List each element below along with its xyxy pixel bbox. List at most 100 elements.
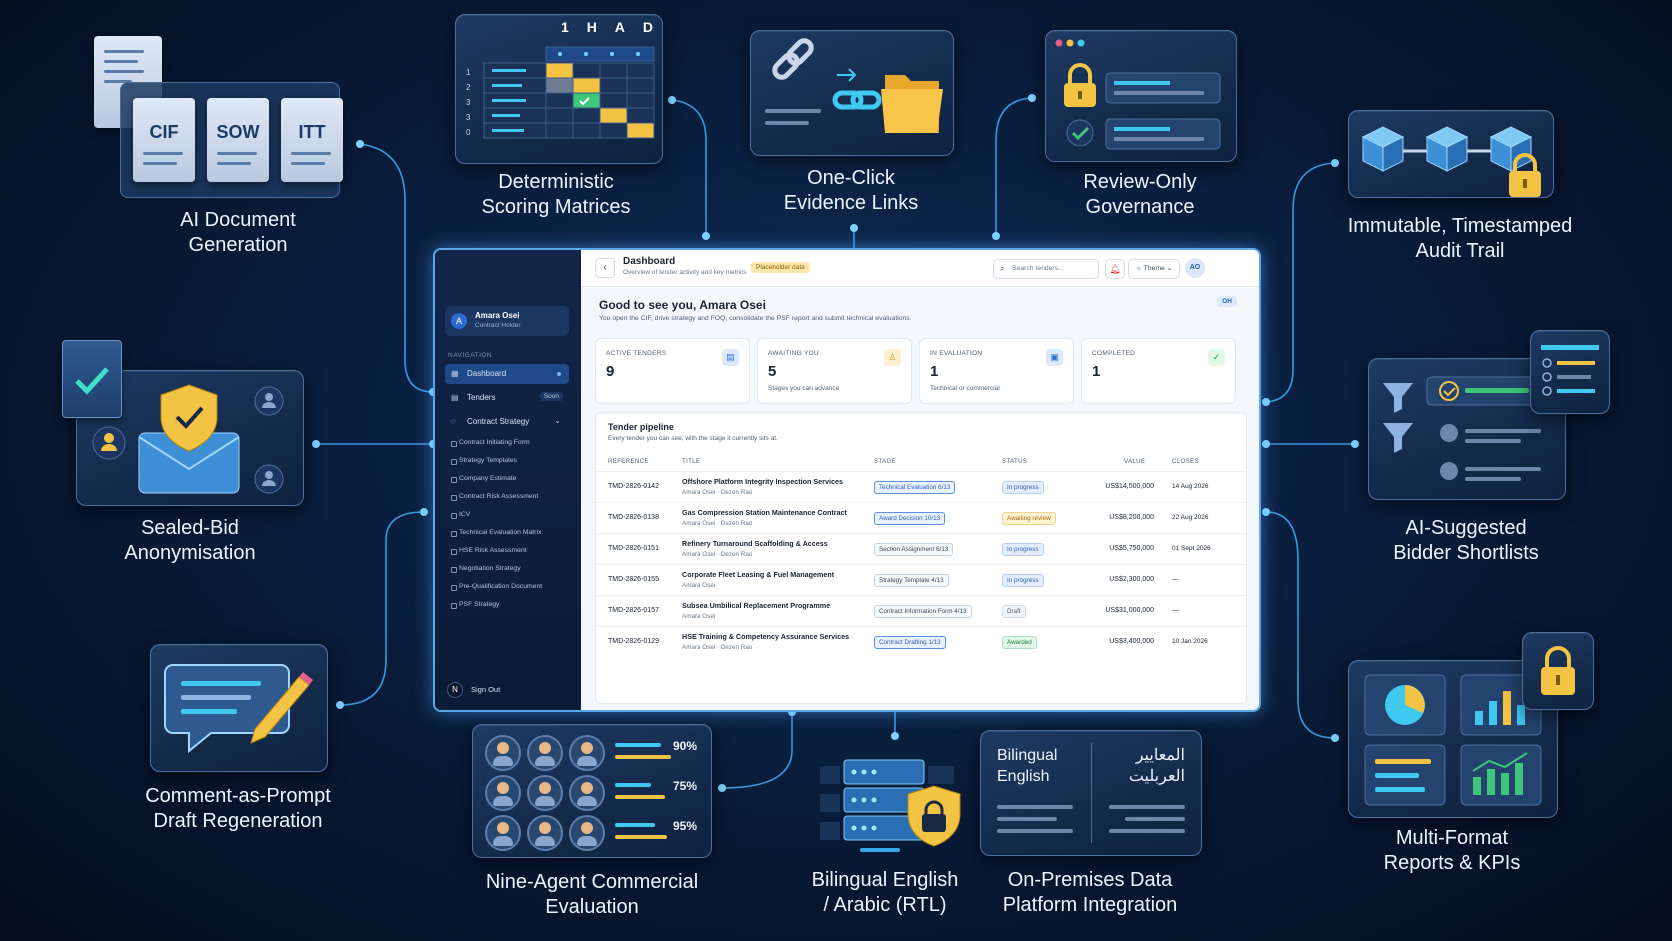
text-bar: [1109, 805, 1185, 809]
stage-badge: Contract Drafting 1/13: [874, 636, 946, 649]
feature-label: AI-Suggested Bidder Shortlists: [1366, 516, 1566, 566]
ref-cell: TMD-2826-0129: [608, 638, 659, 645]
sidebar-subitem[interactable]: PSF Strategy: [450, 601, 500, 609]
page-title: Dashboard: [623, 256, 676, 267]
sidebar-subitem[interactable]: Negotiation Strategy: [451, 565, 521, 573]
audit-card: [1348, 110, 1554, 198]
label-line: Deterministic: [498, 171, 614, 193]
sidebar-subitem[interactable]: HSE Risk Assessment: [451, 547, 527, 555]
table-row[interactable]: TMD-2826-0138 Gas Compression Station Ma…: [596, 502, 1246, 534]
label-line: Governance: [1085, 196, 1195, 218]
people-cell: Amara Osei · Dezen Rao: [682, 489, 753, 496]
score-bar: [615, 755, 671, 759]
sidebar-subitem[interactable]: Contract Initiating Form: [451, 439, 530, 447]
user-card[interactable]: A Amara Osei Contract Holder: [445, 306, 569, 336]
kpi-active-tenders[interactable]: ACTIVE TENDERS 9 ▤: [595, 338, 750, 404]
avatar[interactable]: AO: [1185, 258, 1205, 278]
sidebar-subitem[interactable]: Pre-Qualification Document: [450, 583, 543, 591]
sow-doc-icon: SOW: [207, 98, 269, 182]
matrix-col: 1: [560, 19, 569, 35]
user-role: Contract Holder: [475, 322, 521, 329]
sidebar-subitem[interactable]: Company Estimate: [450, 475, 517, 483]
link-folder-icon: [765, 38, 943, 133]
table-row[interactable]: TMD-2826-0157 Subsea Umbilical Replaceme…: [596, 595, 1246, 627]
sidebar-subitem[interactable]: Technical Evaluation Matrix: [450, 529, 542, 537]
kpi-value: 1: [930, 363, 939, 380]
sidebar-item-tenders[interactable]: ▤ Tenders Soon: [445, 388, 569, 408]
closes-cell: —: [1172, 607, 1179, 614]
people-cell: Amara Osei: [682, 613, 716, 620]
agent-avatar: [485, 815, 521, 851]
bilingual-card: Bilingual English المعايير العربليت: [980, 730, 1202, 856]
stage-badge: Technical Evaluation 6/13: [874, 481, 956, 494]
envelope-shield-icon: [92, 384, 284, 494]
sidebar-subitem[interactable]: Strategy Templates: [450, 457, 518, 465]
matrix-row: 0: [466, 128, 471, 137]
text-bar: [1125, 817, 1185, 821]
lock-mini-card: [1522, 632, 1594, 710]
text-bar: [997, 817, 1057, 821]
matrix-card: 1 H A D 1 2 3 3 0: [455, 14, 663, 164]
check-document-icon: [62, 340, 122, 418]
feature-label: Nine-Agent Commercial Evaluation: [470, 870, 714, 920]
sidebar-item-dashboard[interactable]: ▦ Dashboard: [445, 364, 569, 384]
evidence-card: [750, 30, 954, 156]
column-header: TITLE: [682, 458, 701, 465]
kpi-in-evaluation[interactable]: IN EVALUATION 1 Technical or commercial …: [919, 338, 1074, 404]
agent-avatar: [485, 775, 521, 811]
label-line: Evaluation: [545, 896, 639, 918]
feature-label: Immutable, Timestamped Audit Trail: [1330, 214, 1590, 264]
table-row[interactable]: TMD-2826-0129 HSE Training & Competency …: [596, 626, 1246, 658]
sidebar-item-label: Dashboard: [467, 369, 507, 378]
divider: [1091, 743, 1092, 843]
closes-cell: 01 Sept 2026: [1172, 545, 1211, 552]
column-header: REFERENCE: [608, 458, 649, 465]
section-subtitle: Every tender you can see, with the stage…: [608, 435, 778, 442]
oh-badge: OH: [1217, 296, 1237, 307]
score-bar: [615, 783, 651, 787]
kpi-completed[interactable]: COMPLETED 1 ✓: [1081, 338, 1236, 404]
sidebar-subitem[interactable]: Contract Risk Assessment: [450, 493, 539, 501]
feature-label: Comment-as-Prompt Draft Regeneration: [128, 784, 348, 834]
closes-cell: —: [1172, 576, 1179, 583]
chevron-down-icon: ⌄: [554, 416, 561, 425]
label-line: One-Click: [807, 167, 895, 189]
title-cell: Refinery Turnaround Scaffolding & Access: [682, 539, 828, 548]
sidebar-item-contract-strategy[interactable]: ◌ Contract Strategy ⌄: [445, 412, 569, 432]
bell-icon[interactable]: 🔔︎: [1105, 259, 1125, 279]
file-icon: ▤: [451, 393, 459, 402]
governance-card: [1045, 30, 1237, 162]
kpi-subtext: Stages you can advance: [768, 385, 840, 392]
user-icon: ♙: [884, 349, 901, 366]
agent-avatar: [527, 735, 563, 771]
status-badge: In progress: [1002, 543, 1044, 556]
table-row[interactable]: TMD-2826-0142 Offshore Platform Integrit…: [596, 471, 1246, 503]
score-pct: 75%: [673, 779, 698, 793]
column-header: CLOSES: [1172, 458, 1199, 465]
ref-cell: TMD-2826-0142: [608, 483, 659, 490]
kpi-awaiting-you[interactable]: AWAITING YOU 5 Stages you can advance ♙: [757, 338, 912, 404]
matrix-col: D: [642, 19, 653, 35]
theme-dropdown[interactable]: ☼ Theme ⌄: [1128, 259, 1180, 279]
kpi-label: AWAITING YOU: [768, 350, 820, 357]
page-subtitle: Overview of tender activity and key metr…: [623, 269, 747, 276]
greeting: Good to see you, Amara Osei: [599, 298, 766, 312]
search-icon: ⌕: [1000, 264, 1005, 273]
back-button[interactable]: ‹: [595, 258, 615, 278]
bulb-icon: ◌: [451, 417, 456, 426]
kpi-label: COMPLETED: [1092, 350, 1136, 357]
title-cell: Corporate Fleet Leasing & Fuel Managemen…: [682, 570, 835, 579]
label-line: On-Premises Data: [1007, 869, 1173, 891]
text-line: العربليت: [1128, 768, 1185, 785]
table-row[interactable]: TMD-2826-0155 Corporate Fleet Leasing & …: [596, 564, 1246, 596]
doc-label: SOW: [216, 122, 260, 142]
agents-card: 90% 75% 95%: [472, 724, 712, 858]
avatar: A: [451, 313, 467, 329]
table-row[interactable]: TMD-2826-0151 Refinery Turnaround Scaffo…: [596, 533, 1246, 565]
search-input[interactable]: ⌕ Search tenders...: [993, 259, 1099, 279]
matrix-grid-icon: [483, 46, 655, 139]
kpi-value: 5: [768, 363, 777, 380]
people-cell: Amara Osei: [682, 582, 716, 589]
sidebar-subitem[interactable]: ICV: [450, 511, 471, 519]
